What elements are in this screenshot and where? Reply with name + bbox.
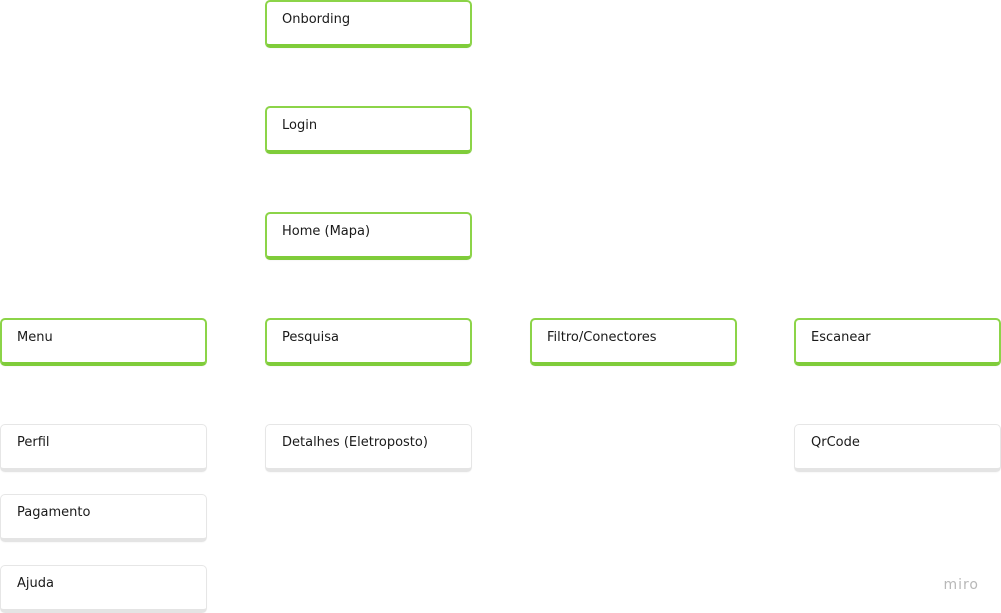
card-pagamento[interactable]: Pagamento (0, 494, 207, 542)
card-ajuda[interactable]: Ajuda (0, 565, 207, 613)
card-label: Perfil (17, 435, 50, 450)
card-onbording[interactable]: Onbording (265, 0, 472, 48)
card-detalhes-eletroposto[interactable]: Detalhes (Eletroposto) (265, 424, 472, 472)
card-label: QrCode (811, 435, 860, 450)
card-label: Onbording (282, 12, 351, 27)
card-label: Home (Mapa) (282, 224, 371, 239)
card-label: Login (282, 118, 318, 133)
card-label: Filtro/Conectores (547, 330, 657, 345)
card-label: Ajuda (17, 576, 54, 591)
card-label: Escanear (811, 330, 871, 345)
card-home-mapa[interactable]: Home (Mapa) (265, 212, 472, 260)
card-login[interactable]: Login (265, 106, 472, 154)
card-label: Menu (17, 330, 53, 345)
card-qrcode[interactable]: QrCode (794, 424, 1001, 472)
card-label: Pesquisa (282, 330, 339, 345)
card-escanear[interactable]: Escanear (794, 318, 1001, 366)
card-label: Pagamento (17, 505, 91, 520)
card-label: Detalhes (Eletroposto) (282, 435, 428, 450)
card-perfil[interactable]: Perfil (0, 424, 207, 472)
card-menu[interactable]: Menu (0, 318, 207, 366)
card-filtro-conectores[interactable]: Filtro/Conectores (530, 318, 737, 366)
card-pesquisa[interactable]: Pesquisa (265, 318, 472, 366)
miro-watermark: miro (943, 577, 979, 593)
